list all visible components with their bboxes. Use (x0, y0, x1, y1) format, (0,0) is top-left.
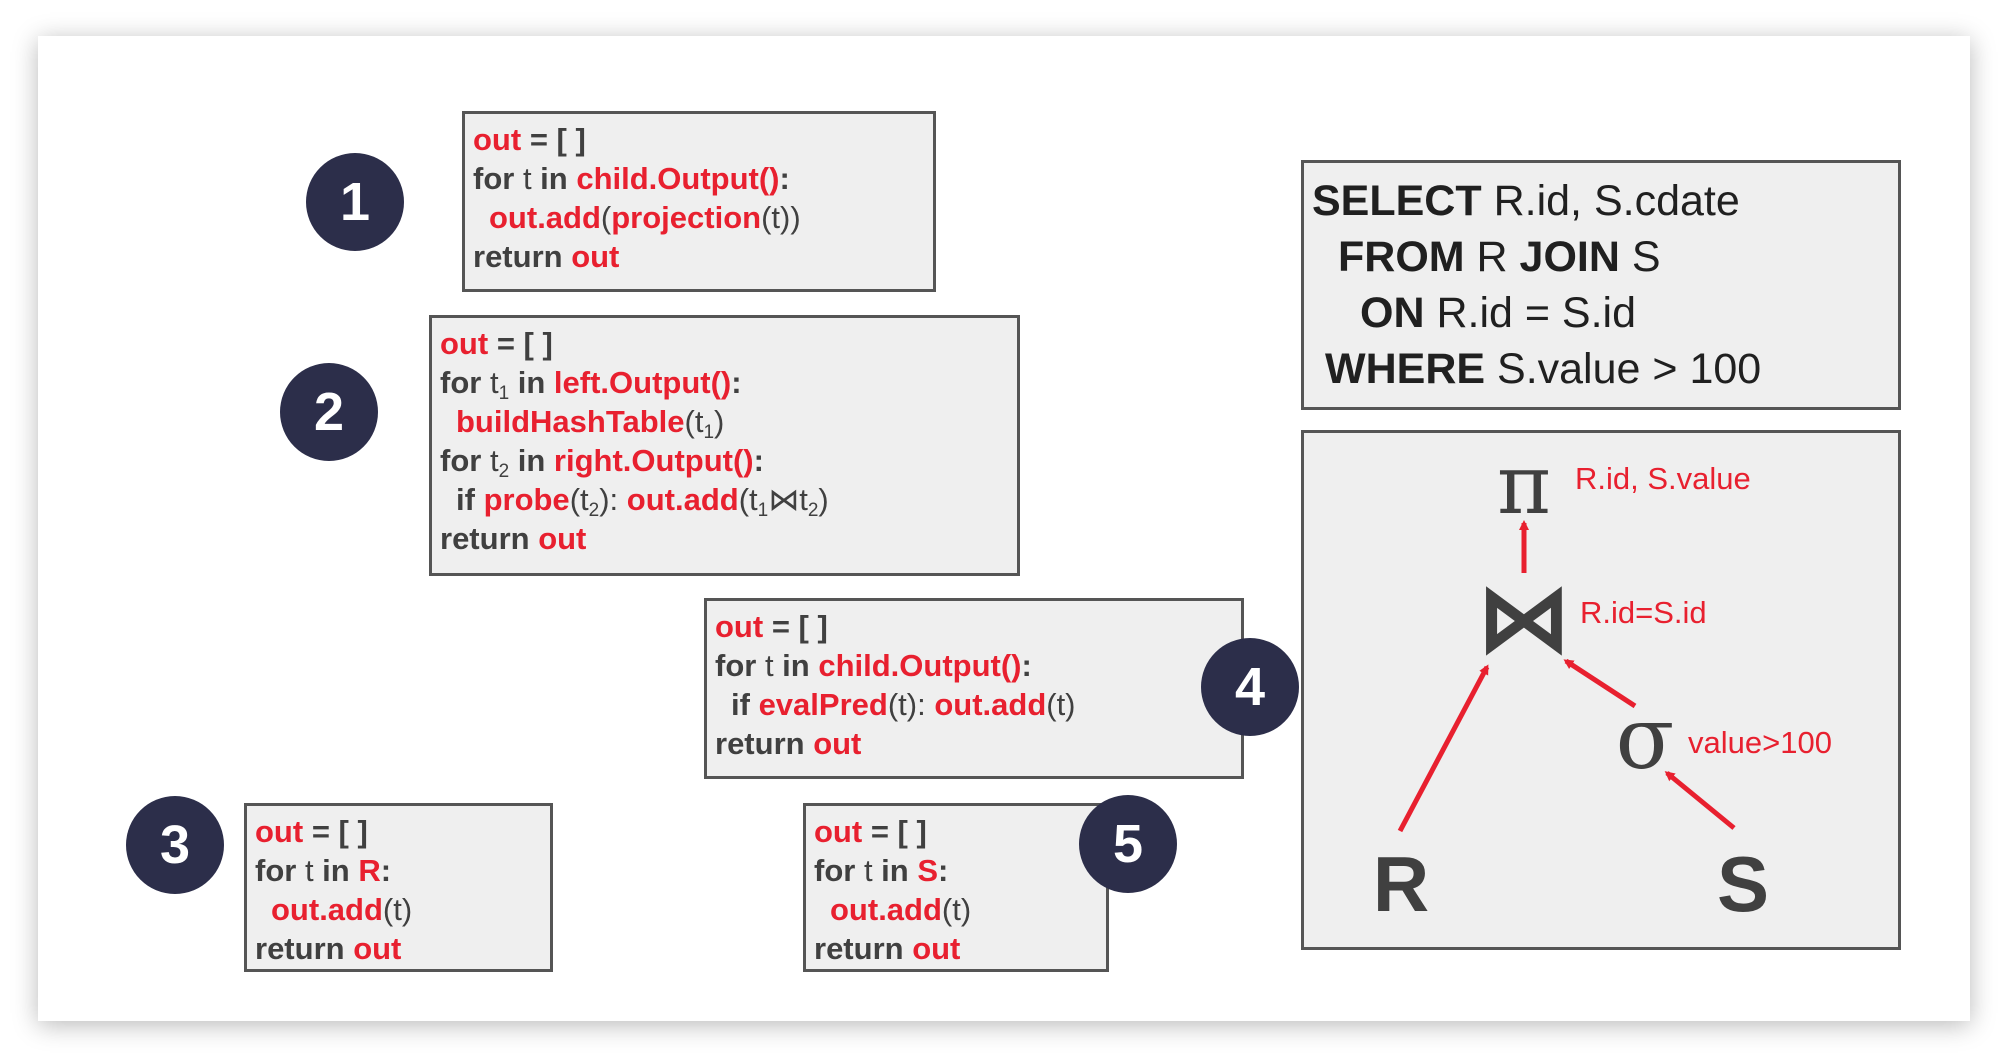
selection-label: value>100 (1688, 725, 1832, 760)
step-badge-3: 3 (126, 796, 224, 894)
projection-symbol: π (1497, 438, 1551, 533)
edge-selection-to-join (1563, 658, 1637, 709)
scan-s-code-box: out = [ ] for t in S: out.add(t) return … (803, 803, 1109, 972)
query-plan-diagram: π R.id, S.value ⋈ R.id=S.id σ value>100 … (1373, 438, 1832, 928)
selection-symbol: σ (1616, 689, 1675, 789)
projection-label: R.id, S.value (1575, 461, 1751, 496)
edge-s-to-selection (1664, 771, 1736, 830)
scan-r-code-box: out = [ ] for t in R: out.add(t) return … (244, 803, 553, 972)
hash-join-code-box: out = [ ] for t1 in left.Output(): build… (429, 315, 1020, 576)
step-badge-2: 2 (280, 363, 378, 461)
sql-query-box: SELECT R.id, S.cdate FROM R JOIN S ON R.… (1301, 160, 1901, 410)
join-label: R.id=S.id (1580, 595, 1707, 630)
leaf-s: S (1717, 840, 1769, 928)
edge-r-to-join (1397, 664, 1490, 833)
step-badge-5: 5 (1079, 795, 1177, 893)
sql-select-line: SELECT R.id, S.cdate (1312, 177, 1740, 225)
step-badge-4: 4 (1201, 638, 1299, 736)
step-badge-1: 1 (306, 153, 404, 251)
leaf-r: R (1373, 840, 1429, 928)
projection-code-box: out = [ ] for t in child.Output(): out.a… (462, 111, 936, 292)
sql-on-line: ON R.id = S.id (1360, 289, 1637, 337)
filter-code-box: out = [ ] for t in child.Output(): if ev… (704, 598, 1244, 779)
join-symbol: ⋈ (1476, 562, 1572, 674)
sql-from-line: FROM R JOIN S (1338, 233, 1661, 281)
sql-where-line: WHERE S.value > 100 (1325, 345, 1762, 393)
query-plan-box: π R.id, S.value ⋈ R.id=S.id σ value>100 … (1301, 430, 1901, 950)
